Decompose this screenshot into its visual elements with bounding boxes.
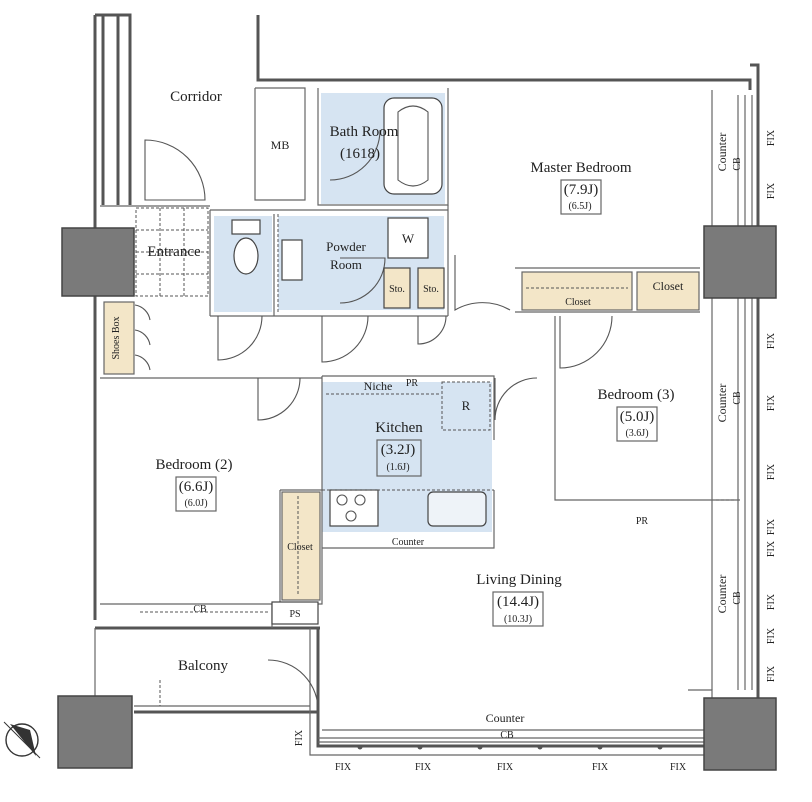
living-area-sub-label: (10.3J) <box>504 614 532 625</box>
bathtub <box>383 97 443 195</box>
bottom-fix-label: FIX <box>497 762 514 773</box>
master-area-sub-label: (6.5J) <box>568 201 591 212</box>
kitchen-counter-label: Counter <box>392 537 425 548</box>
bedroom3-area-sub-label: (3.6J) <box>625 428 648 439</box>
right-closet <box>636 271 700 311</box>
toilet-fixture <box>231 219 261 275</box>
right-fix-label: FIX <box>766 182 777 199</box>
right-fix-label: FIX <box>766 665 777 682</box>
bottom-window-strip <box>134 611 706 750</box>
master-area-label: (7.9J) <box>564 182 599 198</box>
pr-top-label: PR <box>406 378 419 389</box>
right-cb-1-label: CB <box>732 157 743 171</box>
right-counter-1-label: Counter <box>715 133 729 172</box>
master-bedroom-label: Master Bedroom <box>530 160 632 176</box>
bottom-fix-label: FIX <box>670 762 687 773</box>
storage-b-area <box>418 268 444 308</box>
kitchen-fixtures <box>322 381 494 527</box>
kitchen-label: Kitchen <box>375 420 423 436</box>
master-closet-label: Closet <box>565 297 591 308</box>
bedroom2-cb-label: CB <box>193 604 207 615</box>
bottom-counter-label: Counter <box>486 711 525 725</box>
storage-a-label: Sto. <box>389 284 405 295</box>
master-area-box <box>560 179 602 215</box>
bottom-fix-label: FIX <box>415 762 432 773</box>
right-closet-label: Closet <box>653 279 684 293</box>
shoes-box-label: Shoes Box <box>111 316 122 359</box>
kitchen-area-sub-label: (1.6J) <box>386 462 409 473</box>
bottom-fix-label: FIX <box>592 762 609 773</box>
shoes-box <box>103 301 135 375</box>
bedroom2-area-box <box>175 476 217 512</box>
bedroom2-closet-label: Closet <box>287 542 313 553</box>
right-window-strip <box>716 95 753 690</box>
mb-label: MB <box>271 138 290 152</box>
balcony-label: Balcony <box>178 658 228 674</box>
washer-box <box>387 217 429 259</box>
column-bottom-right <box>703 697 777 771</box>
bedroom2-closet-area <box>282 492 320 600</box>
right-fix-label: FIX <box>766 593 777 610</box>
shoes-box-area <box>104 302 134 374</box>
kitchen-area-box <box>376 439 422 477</box>
niche-label: Niche <box>364 379 393 393</box>
bath-room-label: Bath Room <box>330 124 399 140</box>
right-fix-label: FIX <box>766 332 777 349</box>
bedroom2-area-sub-label: (6.0J) <box>184 498 207 509</box>
right-fix-label: FIX <box>766 394 777 411</box>
bedroom3-label: Bedroom (3) <box>597 387 674 403</box>
right-fix-label: FIX <box>766 627 777 644</box>
right-cb-2-label: CB <box>732 391 743 405</box>
ps-label: PS <box>289 609 300 620</box>
powder-label-2: Room <box>330 257 362 272</box>
bedroom2-area-label: (6.6J) <box>179 479 214 495</box>
powder-label-1: Powder <box>326 239 366 254</box>
ps-box <box>271 601 319 625</box>
storage-a-box <box>383 267 411 309</box>
right-counter-3-label: Counter <box>715 575 729 614</box>
living-dining-label: Living Dining <box>476 572 562 588</box>
master-closet <box>521 271 633 311</box>
bedroom3-area-label: (5.0J) <box>620 409 655 425</box>
washer-label: W <box>402 231 415 246</box>
master-closet-area <box>522 272 632 310</box>
storage-b-box <box>417 267 445 309</box>
basin-fixture <box>277 214 303 312</box>
right-closet-area <box>637 272 699 310</box>
storage-a-area <box>384 268 410 308</box>
column-entrance <box>61 227 135 297</box>
entrance-label: Entrance <box>147 244 201 260</box>
bottom-fix-left-label: FIX <box>294 729 305 746</box>
column-bottom-left <box>57 695 133 769</box>
bath-size-label: (1618) <box>340 146 380 162</box>
living-area-box <box>492 591 544 627</box>
pr-mid-label: PR <box>636 516 649 527</box>
bedroom2-closet <box>281 491 321 601</box>
right-fix-label: FIX <box>766 540 777 557</box>
right-fix-label: FIX <box>766 463 777 480</box>
right-fix-label: FIX <box>766 129 777 146</box>
storage-b-label: Sto. <box>423 284 439 295</box>
interior-walls <box>100 87 740 731</box>
bottom-cb-label: CB <box>500 730 514 741</box>
bottom-fix-label: FIX <box>335 762 352 773</box>
right-cb-3-label: CB <box>732 591 743 605</box>
compass-icon <box>3 721 41 759</box>
kitchen-area-label: (3.2J) <box>381 442 416 458</box>
bedroom3-area-box <box>616 406 658 442</box>
refrigerator-label: R <box>462 398 471 413</box>
entrance-tiles <box>135 207 209 297</box>
corridor-label: Corridor <box>170 89 222 105</box>
door-swings <box>134 129 613 713</box>
outer-walls <box>93 13 760 756</box>
column-right-upper <box>703 225 777 299</box>
living-area-label: (14.4J) <box>497 594 539 610</box>
right-counter-2-label: Counter <box>715 384 729 423</box>
right-fix-label: FIX <box>766 518 777 535</box>
bedroom2-label: Bedroom (2) <box>155 457 232 473</box>
